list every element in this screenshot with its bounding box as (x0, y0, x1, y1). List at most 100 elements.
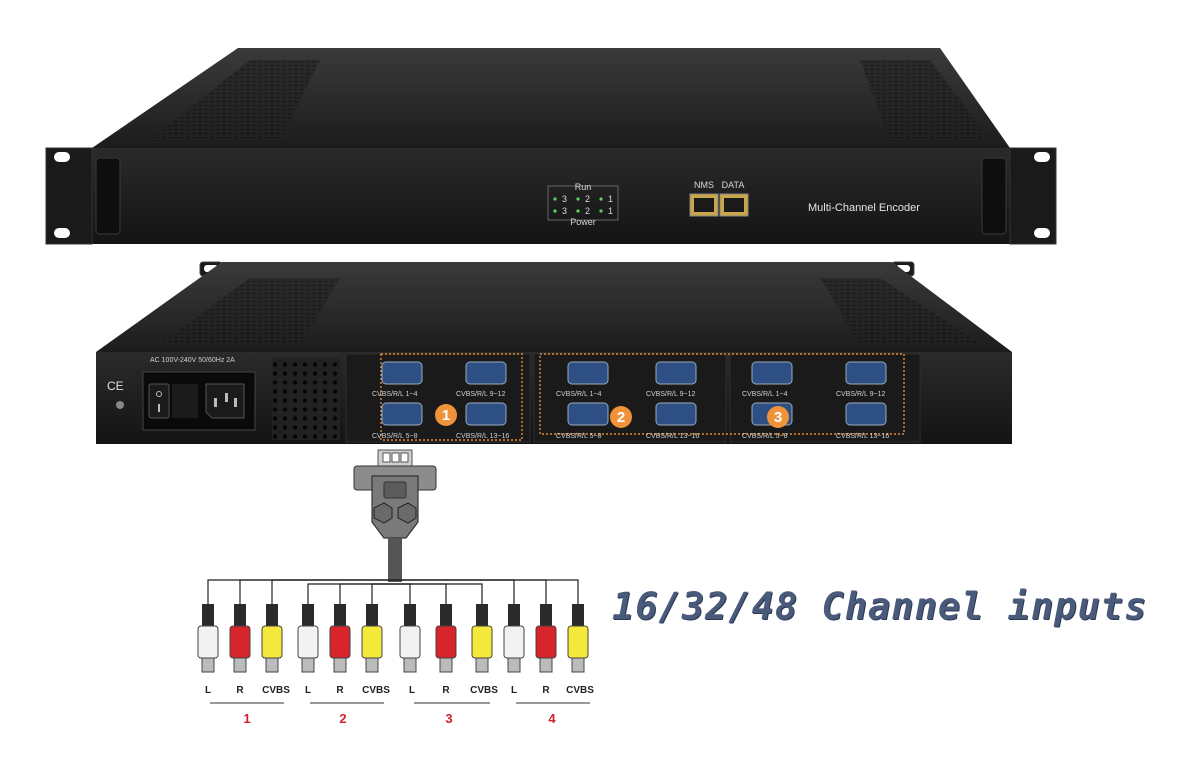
vga-port[interactable] (465, 402, 507, 426)
led-label-1: 1 (608, 194, 613, 204)
module-badge-2-label: 2 (617, 409, 625, 426)
rca-plug-yellow[interactable] (567, 625, 589, 659)
headline: 16/32/48 Channel inputs (612, 585, 1148, 628)
vga-port[interactable] (845, 361, 887, 385)
vga-port[interactable] (751, 361, 793, 385)
rca-group-1: L R CVBS 1 (197, 604, 290, 726)
rca-group-3: L R CVBS 3 (399, 604, 498, 726)
network-ports: NMS DATA (689, 180, 749, 217)
led-label-2: 2 (585, 206, 590, 216)
vga-port[interactable] (567, 361, 609, 385)
handle-right (981, 157, 1007, 235)
front-panel (92, 148, 1010, 244)
front-unit-top (92, 48, 1010, 148)
rca-tip (571, 657, 585, 673)
rca-tip (365, 657, 379, 673)
rca-tip (301, 657, 315, 673)
power-switch-icon (156, 391, 162, 397)
led-icon (553, 209, 557, 213)
vga-port[interactable] (381, 402, 423, 426)
rca-boot (440, 604, 452, 626)
led-icon (553, 197, 557, 201)
rca-boot (366, 604, 378, 626)
module-badge-1-label: 1 (442, 407, 450, 424)
led-icon (576, 209, 580, 213)
rca-boot (266, 604, 278, 626)
module-badge-2 (610, 406, 632, 428)
power-switch[interactable] (148, 383, 170, 419)
port-label: CVBS/R/L 9~12 (646, 391, 695, 398)
rca-boot (508, 604, 520, 626)
vga-plug-label-area (383, 481, 407, 499)
thumbscrew-icon (373, 502, 393, 524)
rca-plug-red[interactable] (229, 625, 251, 659)
port-label: CVBS/R/L 1~4 (742, 391, 788, 398)
rca-plug-white[interactable] (297, 625, 319, 659)
rca-boot (234, 604, 246, 626)
rca-label: R (442, 685, 450, 696)
module-2-ports: CVBS/R/L 1~4 CVBS/R/L 9~12 CVBS/R/L 5~8 … (556, 361, 699, 440)
rear-unit: AC 100V-240V 50/60Hz 2A CE CVBS/R/L 1~4 … (96, 261, 1012, 444)
rca-plug-red[interactable] (435, 625, 457, 659)
rca-plug-white[interactable] (503, 625, 525, 659)
thumbscrew-icon (397, 502, 417, 524)
rca-plug-red[interactable] (329, 625, 351, 659)
module-bay-2 (533, 353, 727, 443)
run-label: Run (575, 182, 592, 192)
rca-tip (233, 657, 247, 673)
rca-tip (201, 657, 215, 673)
rca-plug-yellow[interactable] (261, 625, 283, 659)
rca-boot (202, 604, 214, 626)
vga-port[interactable] (465, 361, 507, 385)
psu-rating: AC 100V-240V 50/60Hz 2A (150, 357, 235, 364)
port-label: CVBS/R/L 5~8 (742, 433, 788, 440)
led-icon (599, 209, 603, 213)
vga-port[interactable] (655, 402, 697, 426)
rj45-icon (694, 198, 714, 212)
rca-label: R (542, 685, 550, 696)
port-label: CVBS/R/L 13~16 (456, 433, 509, 440)
rj45-icon (724, 198, 744, 212)
rca-plug-yellow[interactable] (471, 625, 493, 659)
led-label-2: 2 (585, 194, 590, 204)
rca-tip (539, 657, 553, 673)
vga-port[interactable] (567, 402, 609, 426)
led-icon (599, 197, 603, 201)
data-label: DATA (722, 180, 745, 190)
inlet-pin-icon (234, 398, 237, 407)
rca-plug-white[interactable] (399, 625, 421, 659)
port-label: CVBS/R/L 5~8 (372, 433, 418, 440)
port-label: CVBS/R/L 13~16 (646, 433, 699, 440)
module-2-3-highlight (539, 353, 905, 435)
rca-tip (265, 657, 279, 673)
rca-label: L (409, 685, 415, 696)
rca-tip (507, 657, 521, 673)
handle-left (95, 157, 121, 235)
rca-plug-white[interactable] (197, 625, 219, 659)
vga-port[interactable] (381, 361, 423, 385)
rca-label: CVBS (362, 685, 390, 696)
rack-hole (1034, 152, 1050, 162)
rca-plug-red[interactable] (535, 625, 557, 659)
led-label-3: 3 (562, 206, 567, 216)
led-label-1: 1 (608, 206, 613, 216)
port-label: CVBS/R/L 1~4 (556, 391, 602, 398)
inlet-pin-icon (225, 393, 228, 402)
fan-grille (272, 358, 340, 440)
vga-port[interactable] (845, 402, 887, 426)
front-unit: Run Power 3 2 1 3 2 1 NMS DATA Multi-Cha… (45, 48, 1057, 245)
rca-boot (302, 604, 314, 626)
rca-label: R (336, 685, 344, 696)
lid-vents-left (160, 278, 340, 344)
module-1-ports: CVBS/R/L 1~4 CVBS/R/L 9~12 CVBS/R/L 5~8 … (372, 361, 509, 440)
module-badge-3 (767, 406, 789, 428)
rca-plug-yellow[interactable] (361, 625, 383, 659)
rca-label: L (305, 685, 311, 696)
pin-icon (382, 452, 391, 463)
rack-hole (1034, 228, 1050, 238)
rca-tip (403, 657, 417, 673)
module-1-highlight (380, 353, 523, 441)
vga-port[interactable] (655, 361, 697, 385)
rack-ear-right (1009, 147, 1057, 245)
